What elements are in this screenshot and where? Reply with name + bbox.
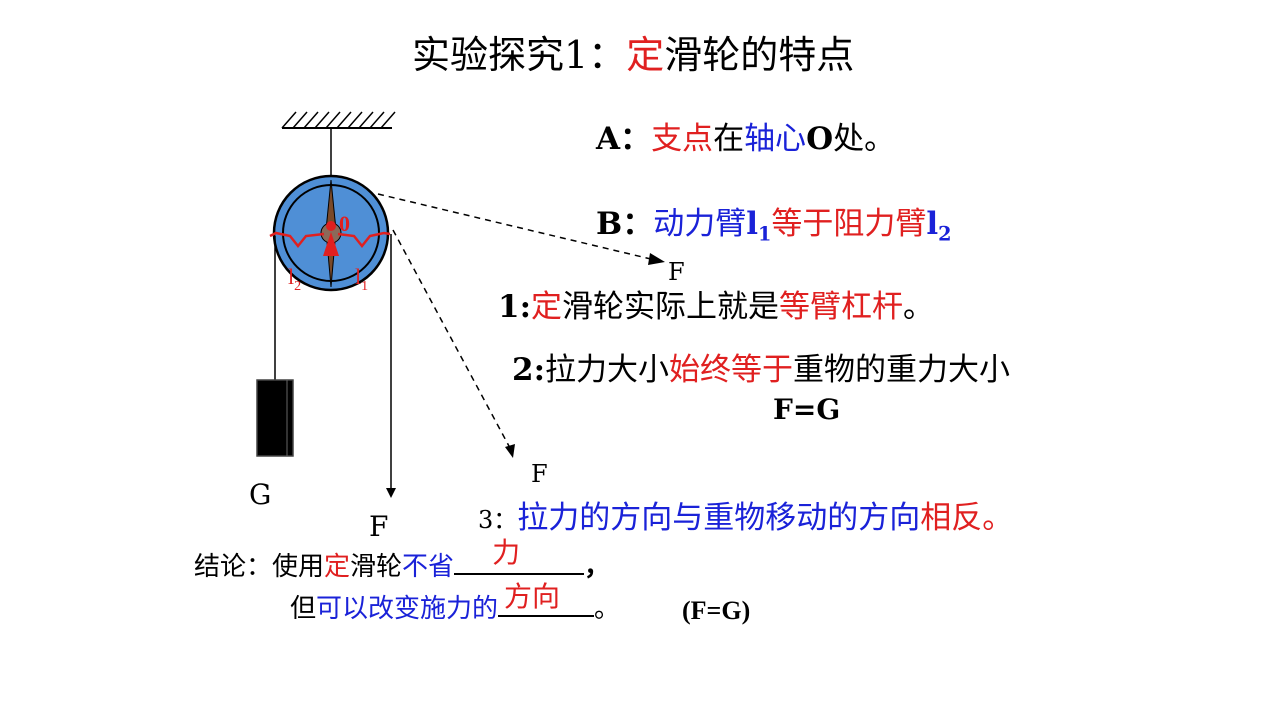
answer-blank-2: 方向 — [498, 580, 595, 617]
conclusion-1: 1:定滑轮实际上就是等臂杠杆。 — [498, 281, 934, 326]
force-label-arrow-1: F — [668, 258, 685, 286]
conclusion-2-always-equal: 始终等于 — [669, 352, 794, 388]
conclusion-2-weight: 重物的重力大小 — [793, 352, 1011, 388]
pull-rope-dashed-1 — [377, 193, 656, 261]
conclusion-3-opposite: 相反 — [920, 500, 983, 536]
lever-arm-brace — [269, 231, 391, 249]
summary-prefix: 结论：使用 — [194, 552, 325, 582]
point-a: A：支点在轴心O处。 — [596, 113, 895, 158]
point-b-l1: l1 — [746, 206, 772, 246]
point-b-label: B： — [596, 206, 654, 242]
conclusion-1-text: 滑轮实际上就是 — [562, 289, 780, 325]
answer-1: 力 — [492, 536, 521, 569]
force-label-down: F — [369, 510, 389, 543]
summary-line-2: 但可以改变施力的方向 。 — [290, 580, 621, 625]
answer-blank-1: 力 — [454, 536, 585, 575]
arm-label-left: l2 — [288, 264, 301, 294]
pull-rope-dashed-2 — [392, 229, 511, 449]
point-a-fulcrum: 支点 — [651, 121, 714, 157]
pivot-label: 0 — [339, 211, 350, 236]
conclusion-3-end: 。 — [982, 500, 1014, 536]
pivot-point — [326, 221, 336, 231]
summary-period: 。 — [594, 594, 621, 624]
summary-fixed: 定 — [324, 552, 351, 582]
conclusion-3: 3：拉力的方向与重物移动的方向相反。 — [478, 492, 1013, 537]
point-a-o: O — [806, 121, 834, 157]
title-prefix: 实验探究1： — [412, 33, 627, 77]
point-a-end: 处。 — [833, 121, 896, 157]
point-a-at: 在 — [713, 121, 745, 157]
point-b-l2: l2 — [926, 206, 952, 246]
formula-note: (F=G) — [682, 596, 751, 625]
weight-block — [256, 379, 294, 457]
summary-pulley: 滑轮 — [350, 552, 403, 582]
point-b-effort-arm: 动力臂 — [653, 206, 747, 242]
formula: F=G — [773, 393, 841, 426]
point-a-label: A： — [596, 121, 652, 157]
conclusion-3-num: 3： — [478, 506, 518, 534]
conclusion-1-end: 。 — [903, 289, 935, 325]
conclusion-2-text: 拉力大小 — [545, 352, 670, 388]
point-a-axle: 轴心 — [744, 121, 807, 157]
conclusion-1-num: 1: — [498, 289, 532, 325]
point-b-equals: 等于阻力臂 — [771, 206, 927, 242]
summary-not-save: 不省 — [402, 552, 455, 582]
summary-comma: ， — [584, 552, 611, 582]
weight-label: G — [249, 478, 272, 511]
summary-but: 但 — [290, 594, 317, 624]
summary-line-1: 结论：使用定滑轮不省 力 ， — [194, 536, 611, 583]
page-title: 实验探究1：定滑轮的特点 — [412, 24, 854, 79]
pull-arrow-dashed-2 — [505, 444, 515, 458]
force-label-arrow-2: F — [531, 460, 548, 488]
conclusion-1-fixed: 定 — [531, 289, 563, 325]
title-highlight: 定 — [626, 33, 665, 77]
arm-label-right: l1 — [355, 264, 368, 294]
point-b: B：动力臂l1等于阻力臂l2 — [596, 198, 952, 246]
ceiling-hatch — [281, 111, 396, 129]
pivot-triangle — [323, 232, 339, 256]
summary-change-direction: 可以改变施力的 — [316, 594, 499, 624]
pull-arrow-down — [386, 488, 396, 498]
conclusion-2: 2:拉力大小始终等于重物的重力大小 — [512, 344, 1010, 389]
conclusion-1-lever: 等臂杠杆 — [779, 289, 904, 325]
title-rest: 滑轮的特点 — [664, 33, 855, 77]
conclusion-3-text: 拉力的方向与重物移动的方向 — [517, 500, 921, 536]
pull-arrow-dashed-1 — [648, 253, 665, 265]
conclusion-2-num: 2: — [512, 352, 546, 388]
answer-2: 方向 — [504, 580, 561, 613]
